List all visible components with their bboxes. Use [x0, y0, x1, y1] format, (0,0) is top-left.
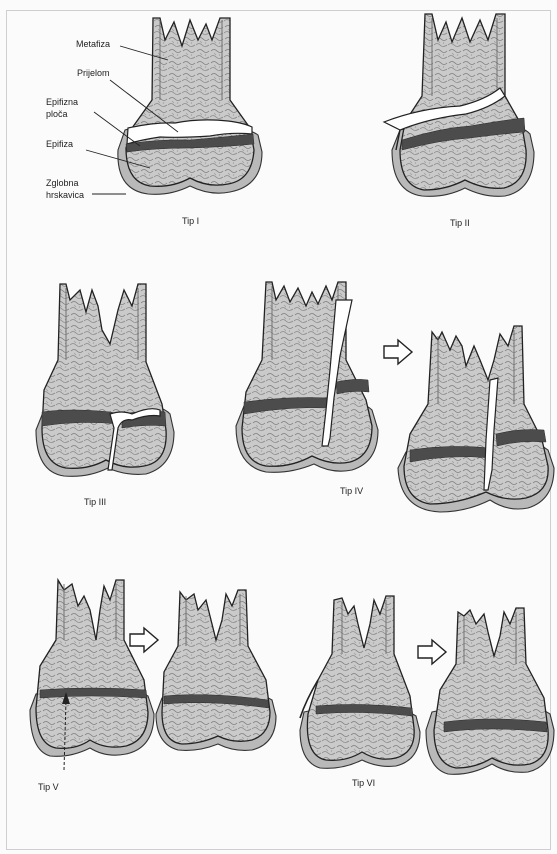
- caption-tip6: Tip VI: [352, 778, 375, 788]
- svg-text:Zglobna: Zglobna: [46, 178, 79, 188]
- svg-text:Prijelom: Prijelom: [77, 68, 110, 78]
- bone-tip4-after: [398, 326, 554, 512]
- caption-tip4: Tip IV: [340, 486, 363, 496]
- transition-arrow-tip4: [384, 340, 412, 364]
- bone-tip3: [36, 284, 174, 476]
- transition-arrow-tip6: [418, 640, 446, 664]
- svg-text:ploča: ploča: [46, 109, 68, 119]
- label-zglobna-hrskavica: Zglobna hrskavica: [46, 178, 126, 200]
- bone-tip1: [118, 18, 262, 194]
- caption-tip5: Tip V: [38, 782, 59, 792]
- svg-text:Epifizna: Epifizna: [46, 97, 78, 107]
- svg-text:Metafiza: Metafiza: [76, 39, 110, 49]
- caption-tip1: Tip I: [182, 216, 199, 226]
- caption-tip3: Tip III: [84, 497, 106, 507]
- transition-arrow-tip5: [130, 628, 158, 652]
- svg-text:hrskavica: hrskavica: [46, 190, 84, 200]
- bone-tip4-before: [236, 282, 378, 472]
- bone-tip5-before: [30, 580, 154, 756]
- bone-tip5-after: [156, 590, 276, 750]
- bone-tip2: [384, 14, 534, 196]
- bone-tip6-after: [426, 608, 554, 774]
- bone-tip6-before: [300, 596, 420, 768]
- svg-text:Epifiza: Epifiza: [46, 139, 73, 149]
- caption-tip2: Tip II: [450, 218, 470, 228]
